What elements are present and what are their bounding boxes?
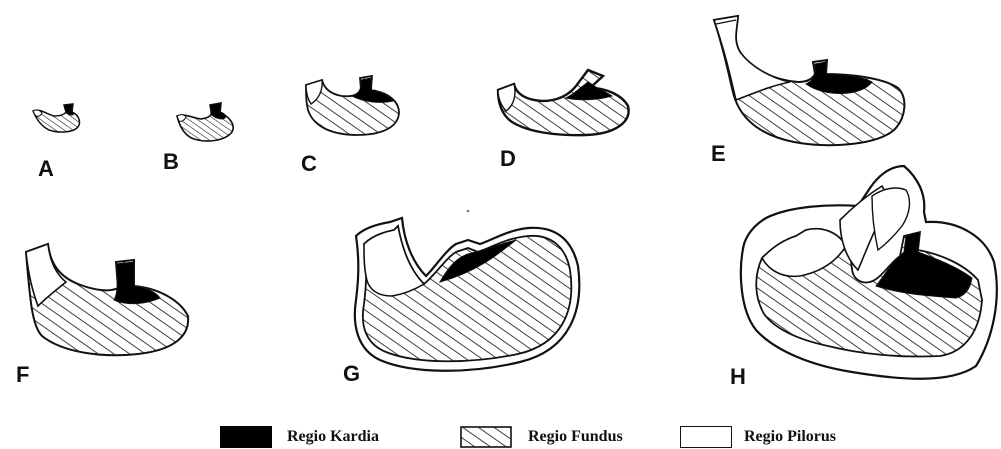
stomach-stage-g: [355, 218, 579, 371]
stomach-stage-c: [306, 76, 399, 135]
stomach-stage-d: [498, 70, 629, 135]
panel-label-f: F: [16, 364, 29, 386]
fundus-swatch: [460, 426, 512, 448]
panel-label-b: B: [163, 151, 179, 173]
stomach-stage-f: [26, 244, 188, 355]
stray-dot: [467, 210, 470, 213]
legend-label-fundus: Regio Fundus: [528, 429, 623, 445]
legend-label-kardia: Regio Kardia: [287, 429, 379, 445]
panel-label-c: C: [301, 153, 317, 175]
pilorus-swatch: [680, 426, 732, 448]
panel-label-e: E: [711, 143, 726, 165]
panel-label-g: G: [343, 363, 360, 385]
stomach-stage-e: [714, 16, 904, 145]
stomach-stage-b: [177, 103, 233, 141]
stomach-stage-h: [741, 166, 997, 379]
kardia-swatch: [220, 426, 272, 448]
panel-label-a: A: [38, 158, 54, 180]
panel-label-h: H: [730, 366, 746, 388]
panel-label-d: D: [500, 148, 516, 170]
stomach-stage-a: [33, 104, 79, 132]
legend-label-pilorus: Regio Pilorus: [744, 429, 836, 445]
